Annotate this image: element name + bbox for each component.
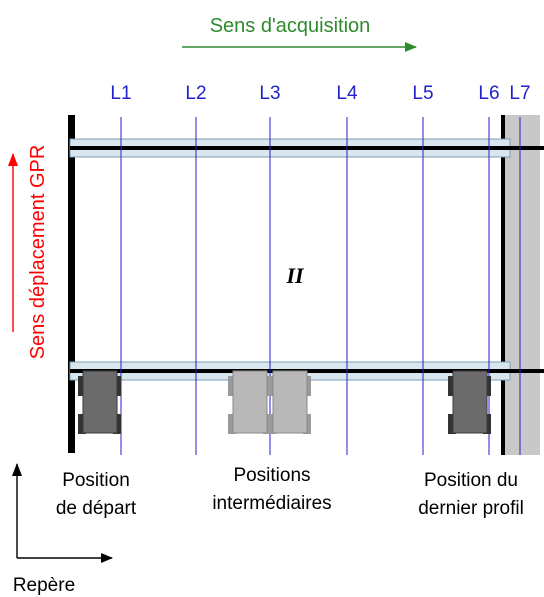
top-rail-bar bbox=[70, 146, 544, 150]
intermediate-positions-caption-line2: intermédiaires bbox=[212, 493, 331, 514]
last-position-caption-line1: Position du bbox=[424, 470, 518, 491]
profile-label-l5: L5 bbox=[412, 83, 433, 104]
profile-label-l6: L6 bbox=[478, 83, 499, 104]
last-position-caption-line2: dernier profil bbox=[418, 498, 524, 519]
zone-label: II bbox=[285, 263, 305, 288]
acquisition-direction-label: Sens d'acquisition bbox=[210, 15, 371, 37]
profile-label-l2: L2 bbox=[185, 83, 206, 104]
side-zone bbox=[504, 115, 540, 455]
start-position-caption-line1: Position bbox=[62, 470, 130, 491]
profile-label-l3: L3 bbox=[259, 83, 280, 104]
frame-vertical-arrowhead bbox=[12, 463, 22, 476]
profile-label-l1: L1 bbox=[110, 83, 131, 104]
profile-label-l4: L4 bbox=[336, 83, 358, 104]
gpr-device-last bbox=[448, 370, 491, 434]
intermediate-positions-caption-line1: Positions bbox=[233, 465, 310, 486]
frame-label: Repère bbox=[13, 575, 75, 596]
start-position-caption-line2: de départ bbox=[56, 498, 137, 519]
profile-lines: L1 L2 L3 L4 L5 L6 L7 bbox=[110, 83, 531, 455]
left-boundary bbox=[68, 115, 75, 453]
gpr-direction-arrowhead bbox=[8, 153, 18, 166]
gpr-device-intermediate-b bbox=[268, 370, 311, 434]
gpr-direction-label: Sens déplacement GPR bbox=[27, 145, 49, 360]
gpr-device-start bbox=[78, 370, 121, 434]
gpr-device-intermediate-a bbox=[228, 370, 271, 434]
right-boundary bbox=[501, 115, 505, 455]
profile-label-l7: L7 bbox=[509, 83, 530, 104]
